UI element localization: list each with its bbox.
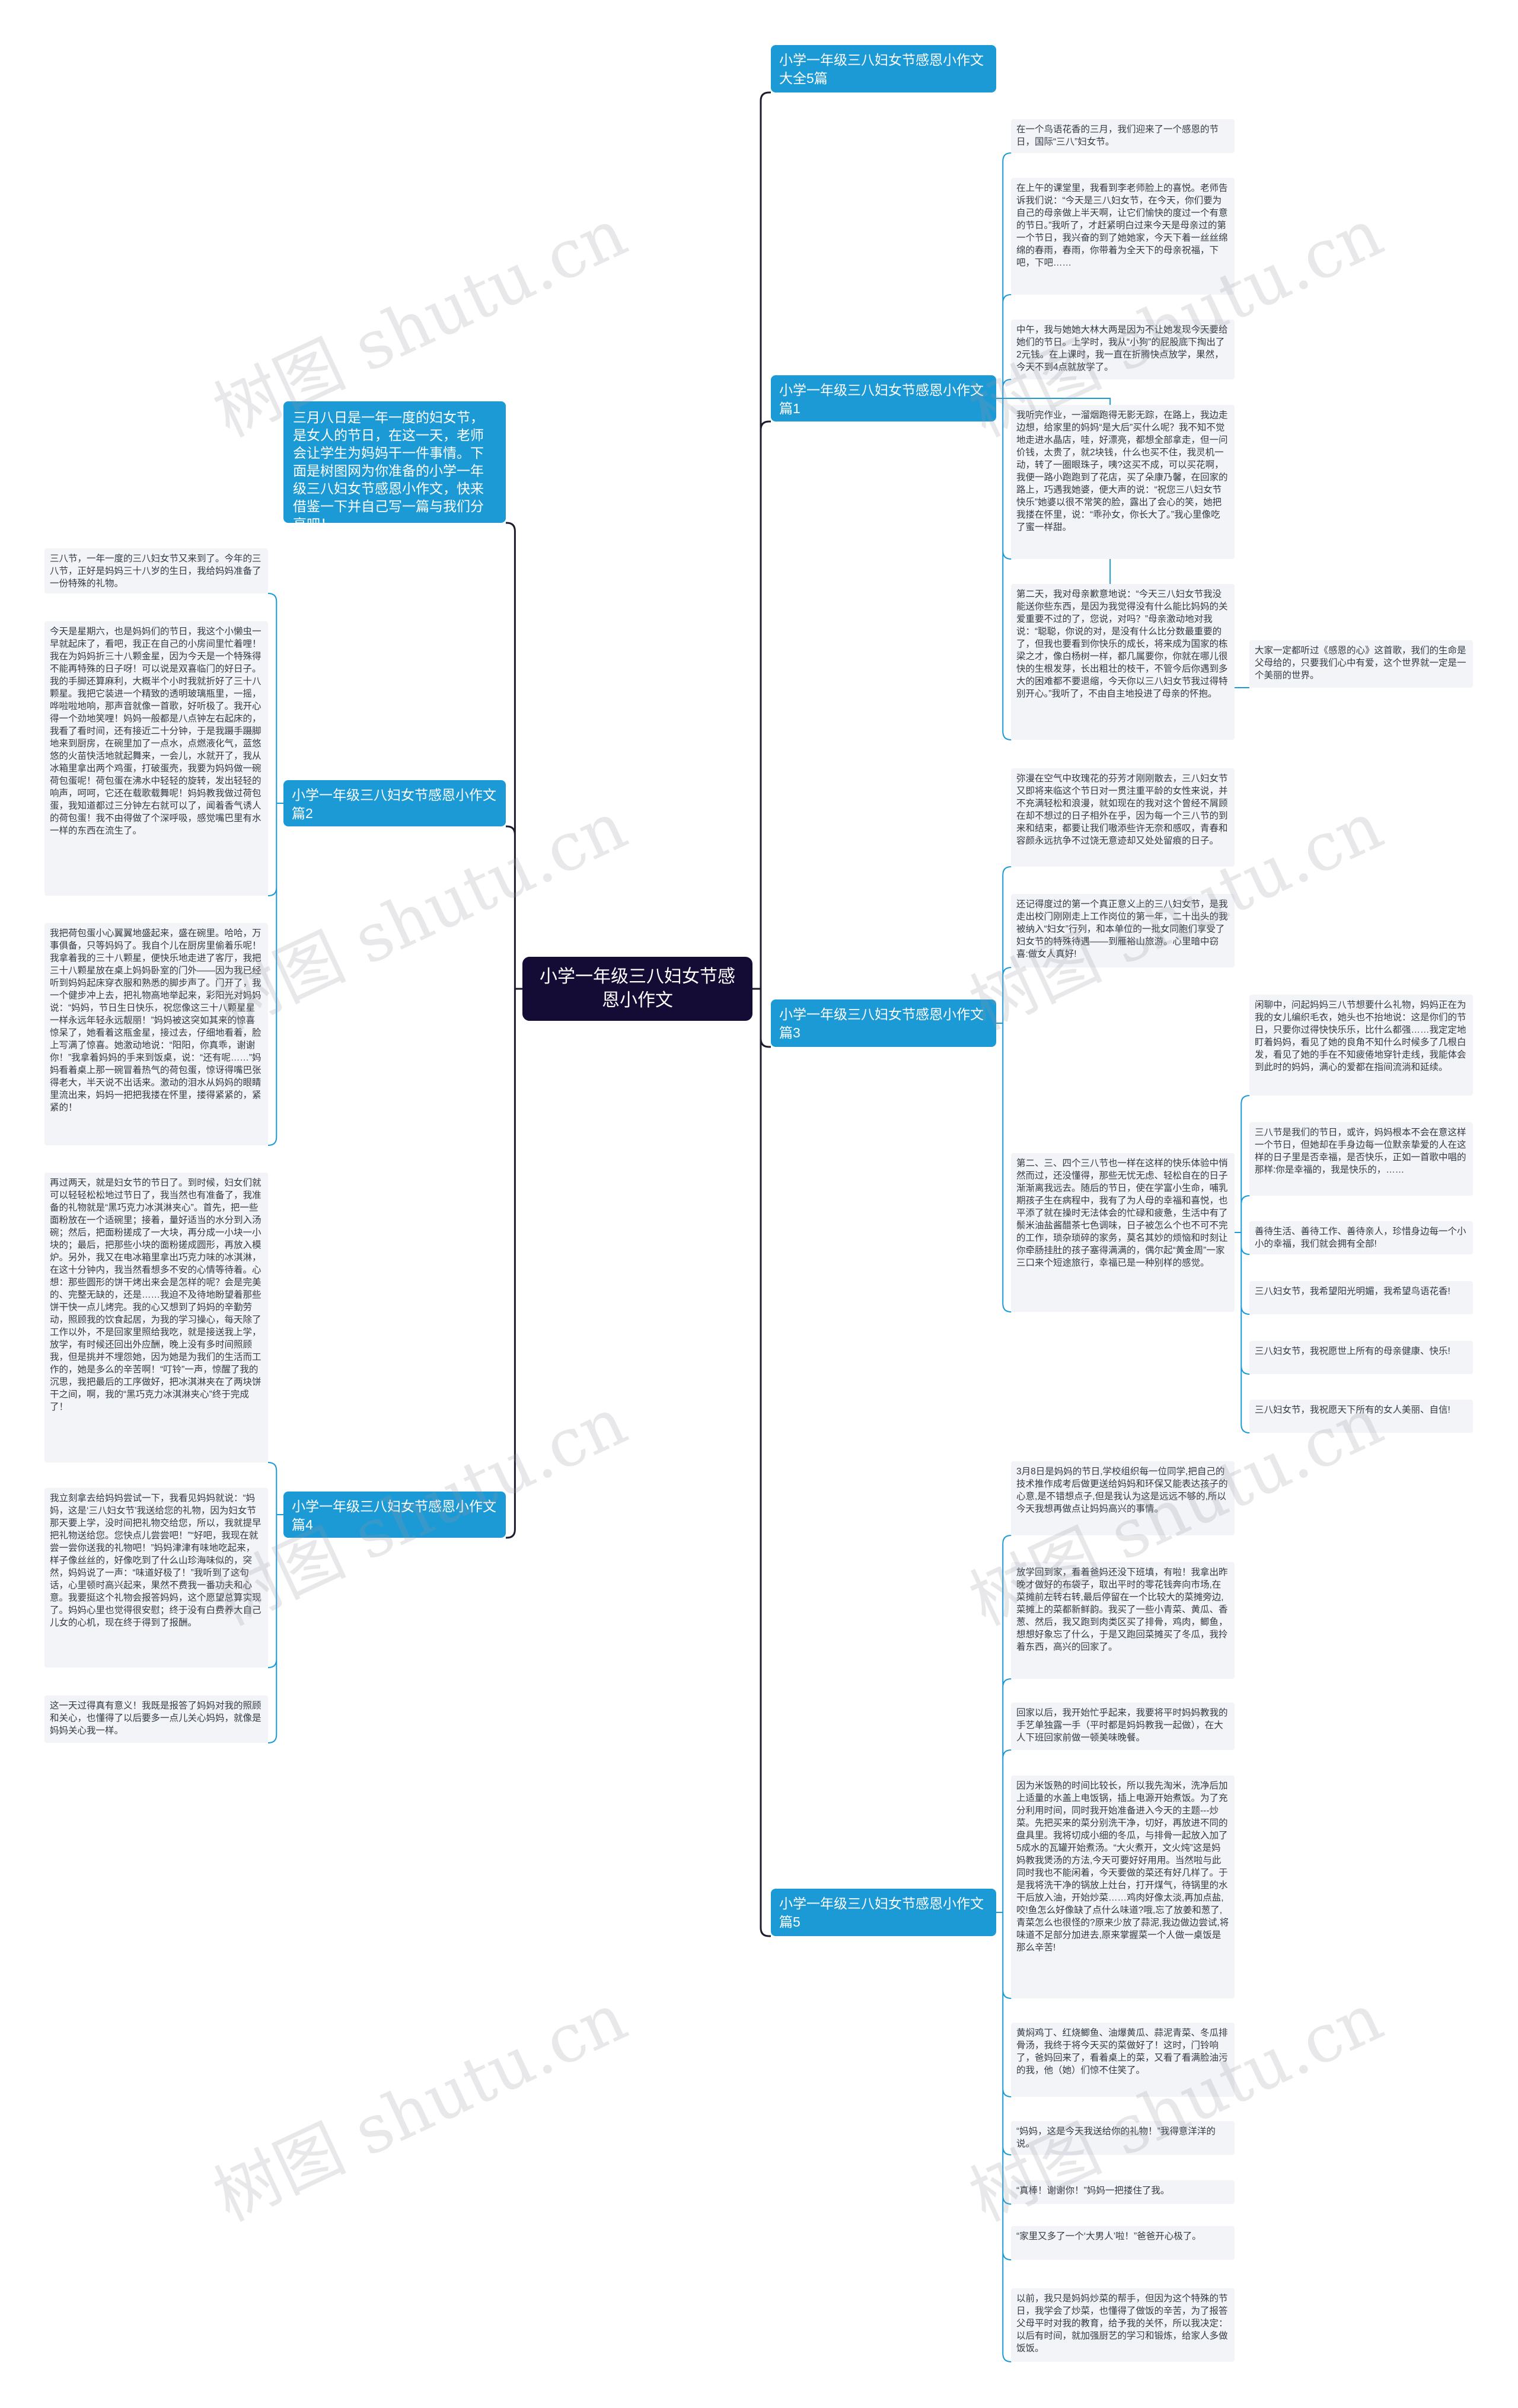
leaf-article-3-para-2[interactable]: 还记得度过的第一个真正意义上的三八妇女节，是我走出校门刚刚走上工作岗位的第一年，… — [1011, 894, 1235, 967]
leaf-article-4-para-1[interactable]: 再过两天，就是妇女节的节日了。到时候，妇女们就可以轻轻松松地过节日了，我当然也有… — [44, 1173, 268, 1462]
leaf-article-2-para-1[interactable]: 三八节，一年一度的三八妇女节又来到了。今年的三八节，正好是妈妈三十八岁的生日，我… — [44, 548, 268, 593]
leaf-article-3-para-3[interactable]: 第二、三、四个三八节也一样在这样的快乐体验中悄然而过，还没懂得，那些无忧无虑、轻… — [1011, 1153, 1235, 1312]
leaf-article-1-para-2[interactable]: 在上午的课堂里，我看到李老师脸上的喜悦。老师告诉我们说：“今天是三八妇女节，在今… — [1011, 178, 1235, 295]
intro-node[interactable]: 三月八日是一年一度的妇女节，是女人的节日，在这一天，老师会让学生为妈妈干一件事情… — [283, 401, 506, 532]
leaf-article-5-para-1[interactable]: 3月8日是妈妈的节日,学校组织每一位同学,把自己的技术推作成考后做更送给妈妈和环… — [1011, 1461, 1235, 1535]
branch-node-article-5[interactable]: 小学一年级三八妇女节感恩小作文篇5 — [771, 1889, 996, 1936]
leaf-article-1-para-4[interactable]: 我听完作业，一溜烟跑得无影无踪，在路上，我边走边想，给家里的妈妈“是大后”买什么… — [1011, 405, 1235, 559]
leaf-article-1-para-1[interactable]: 在一个鸟语花香的三月，我们迎来了一个感恩的节日，国际“三八”妇女节。 — [1011, 119, 1235, 153]
leaf-article-5-para-4[interactable]: 因为米饭熟的时间比较长，所以我先淘米，洗净后加上适量的水盖上电饭锅，插上电源开始… — [1011, 1775, 1235, 1998]
leaf-article-5-para-7[interactable]: “真棒！谢谢你！”妈妈一把搂住了我。 — [1011, 2180, 1235, 2204]
connector-line — [752, 91, 771, 1937]
connector-line — [996, 866, 1012, 1312]
connector-line — [1235, 1095, 1250, 1433]
branch-node-article-3[interactable]: 小学一年级三八妇女节感恩小作文篇3 — [771, 999, 996, 1047]
branch-node-article-1[interactable]: 小学一年级三八妇女节感恩小作文篇1 — [771, 375, 996, 421]
leaf-article-5-para-8[interactable]: “家里又多了一个‘大男人’啦！”爸爸开心极了。 — [1011, 2226, 1235, 2260]
leaf-article-1-para-5[interactable]: 第二天，我对母亲歉意地说：“今天三八妇女节我没能送你些东西，是因为我觉得没有什么… — [1011, 584, 1235, 740]
leaf-article-1-para-3[interactable]: 中午，我与她她大林大两是因为不让她发现今天要给她们的节日。上学时，我从“小狗”的… — [1011, 320, 1235, 379]
branch-node-article-4[interactable]: 小学一年级三八妇女节感恩小作文篇4 — [283, 1492, 506, 1538]
leaf-article-2-para-3[interactable]: 我把荷包蛋小心翼翼地盛起来，盛在碗里。哈哈，万事俱备，只等妈妈了。我自个儿在厨房… — [44, 923, 268, 1145]
leaf-article-4-para-2[interactable]: 我立刻拿去给妈妈尝试一下，我看见妈妈就说：“妈妈，这是‘三八妇女节’我送给您的礼… — [44, 1488, 268, 1668]
leaf-article-5-para-5[interactable]: 黄焖鸡丁、红烧鲫鱼、油爆黄瓜、蒜泥青菜、冬瓜排骨汤，我终于将今天买的菜做好了！这… — [1011, 2023, 1235, 2097]
leaf-article-3-para-5[interactable]: 三八节是我们的节日，或许，妈妈根本不会在意这样一个节日，但她却在手身边每一位默亲… — [1249, 1122, 1473, 1196]
leaf-article-5-para-2[interactable]: 放学回到家，看着爸妈还没下班填，有啦！我拿出昨晚才做好的布袋子，取出平时的零花钱… — [1011, 1562, 1235, 1679]
root-node[interactable]: 小学一年级三八妇女节感恩小作文 — [522, 957, 752, 1021]
connector-line — [268, 1462, 283, 1743]
connector-line — [268, 593, 283, 1146]
leaf-article-1-para-6[interactable]: 大家一定都听过《感恩的心》这首歌，我们的生命是父母给的，只要我们心中有爱，这个世… — [1249, 640, 1473, 688]
leaf-article-3-para-6[interactable]: 善待生活、善待工作、善待亲人，珍惜身边每一个小小的幸福，我们就会拥有全部! — [1249, 1221, 1473, 1254]
connector-line — [996, 1535, 1012, 2362]
leaf-article-5-para-6[interactable]: “妈妈，这是今天我送给你的礼物！”我得意洋洋的说。 — [1011, 2121, 1235, 2155]
leaf-article-3-para-4[interactable]: 闲聊中，问起妈妈三八节想要什么礼物，妈妈正在为我的女儿编织毛衣，她头也不抬地说：… — [1249, 995, 1473, 1096]
branch-node-overview[interactable]: 小学一年级三八妇女节感恩小作文大全5篇 — [771, 45, 996, 92]
leaf-article-3-para-8[interactable]: 三八妇女节，我祝愿世上所有的母亲健康、快乐! — [1249, 1341, 1473, 1374]
leaf-article-5-para-9[interactable]: 以前，我只是妈妈炒菜的帮手，但因为这个特殊的节日，我学会了炒菜，也懂得了做饭的辛… — [1011, 2288, 1235, 2362]
leaf-article-4-para-3[interactable]: 这一天过得真有意义！我既是报答了妈妈对我的照顾和关心，也懂得了以后要多一点儿关心… — [44, 1695, 268, 1743]
leaf-article-5-para-3[interactable]: 回家以后，我开始忙乎起来，我要将平时妈妈教我的手艺单独露一手（平时都是妈妈教我一… — [1011, 1703, 1235, 1750]
connector-line — [996, 152, 1012, 740]
leaf-article-3-para-9[interactable]: 三八妇女节，我祝愿天下所有的女人美丽、自信! — [1249, 1400, 1473, 1433]
branch-node-article-2[interactable]: 小学一年级三八妇女节感恩小作文篇2 — [283, 780, 506, 826]
leaf-article-3-para-1[interactable]: 弥漫在空气中玫瑰花的芬芳才刚刚散去，三八妇女节又即将来临这个节日对一贯注重平龄的… — [1011, 768, 1235, 867]
leaf-article-2-para-2[interactable]: 今天是星期六，也是妈妈们的节日，我这个小懒虫一早就起床了，看吧，我正在自己的小房… — [44, 621, 268, 896]
leaf-article-3-para-7[interactable]: 三八妇女节，我希望阳光明媚，我希望鸟语花香! — [1249, 1281, 1473, 1314]
connector-line — [506, 522, 522, 1539]
